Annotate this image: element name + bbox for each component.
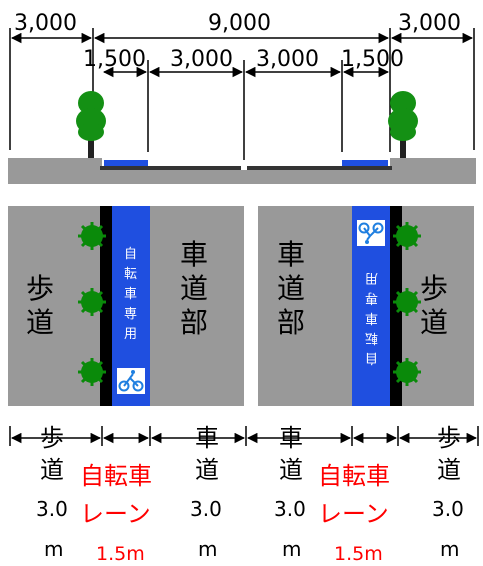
sidewalk-label-1: 歩 xyxy=(26,272,54,305)
label-road-left-2: 道 xyxy=(195,456,219,484)
plan-view-right: 車 道 部 自 転 車 専 用 歩 道 xyxy=(258,206,474,406)
label-road-right-unit: m xyxy=(282,537,301,561)
dim-carriageway-total: 9,000 xyxy=(208,11,271,36)
bike-lane-char: 専 xyxy=(365,290,378,305)
dim-left-bike: 1,500 xyxy=(83,47,146,72)
dim-right-sidewalk: 3,000 xyxy=(398,11,461,36)
label-bike-right-1: 自転車 xyxy=(318,462,390,490)
label-road-left-unit: m xyxy=(198,537,217,561)
roadway-left xyxy=(150,206,244,406)
dim-left-sidewalk: 3,000 xyxy=(14,11,77,36)
bike-lane-char: 転 xyxy=(365,330,378,345)
roadway-label-2: 道 xyxy=(277,272,305,305)
label-sidewalk-left-1: 歩 xyxy=(40,424,64,452)
bike-lane-char: 転 xyxy=(124,267,137,282)
label-bike-left-1: 自転車 xyxy=(80,462,152,490)
cross-section xyxy=(8,91,476,184)
label-road-right-width: 3.0 xyxy=(274,497,306,521)
sidewalk-label-2: 道 xyxy=(26,306,54,339)
roadway-label-3: 部 xyxy=(180,306,208,339)
tree-icon xyxy=(388,91,418,158)
bicycle-icon xyxy=(117,368,145,394)
label-sidewalk-right-width: 3.0 xyxy=(432,497,464,521)
plan-view-left: 歩 道 自 転 車 専 用 車 道 部 xyxy=(8,206,244,406)
roadway-label-1: 車 xyxy=(180,238,208,271)
label-bike-left-width: 1.5m xyxy=(96,543,145,565)
tree-icon xyxy=(76,91,106,158)
roadway-label-1: 車 xyxy=(277,238,305,271)
label-road-right-1: 車 xyxy=(279,424,303,452)
bottom-dimension-lines xyxy=(9,426,479,446)
roadway-label-2: 道 xyxy=(180,272,208,305)
dim-right-bike: 1,500 xyxy=(341,47,404,72)
label-sidewalk-right-1: 歩 xyxy=(437,424,461,452)
bicycle-icon xyxy=(357,220,385,246)
dim-left-car: 3,000 xyxy=(170,47,233,72)
bike-lane-char: 自 xyxy=(365,350,378,365)
label-sidewalk-right-unit: m xyxy=(440,537,459,561)
bike-lane-char: 専 xyxy=(124,307,137,322)
label-sidewalk-right-2: 道 xyxy=(437,456,461,484)
label-bike-right-width: 1.5m xyxy=(334,543,383,565)
label-sidewalk-left-2: 道 xyxy=(40,456,64,484)
bike-lane-section-right xyxy=(342,160,388,166)
label-sidewalk-left-unit: m xyxy=(44,537,63,561)
label-road-left-width: 3.0 xyxy=(190,497,222,521)
bike-lane-char: 車 xyxy=(365,310,378,325)
dim-right-car: 3,000 xyxy=(256,47,319,72)
bike-lane-char: 車 xyxy=(124,287,137,302)
roadway-label-3: 部 xyxy=(277,306,305,339)
sidewalk-label-2: 道 xyxy=(420,306,448,339)
label-road-left-1: 車 xyxy=(195,424,219,452)
roadway-right xyxy=(258,206,352,406)
bike-lane-char: 自 xyxy=(124,247,137,262)
label-bike-right-2: レーン xyxy=(318,500,389,528)
label-road-right-2: 道 xyxy=(279,456,303,484)
label-bike-left-2: レーン xyxy=(80,500,151,528)
label-sidewalk-left-width: 3.0 xyxy=(36,497,68,521)
bike-lane-section-left xyxy=(104,160,148,166)
top-dimension-lines xyxy=(9,28,475,160)
sidewalk-label-1: 歩 xyxy=(420,272,448,305)
bike-lane-char: 用 xyxy=(365,270,378,285)
bike-lane-char: 用 xyxy=(124,327,137,342)
